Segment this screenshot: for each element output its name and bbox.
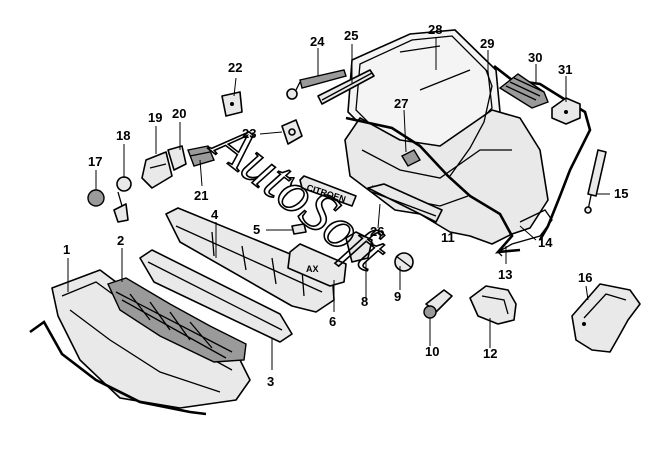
callout-8: 8: [361, 294, 368, 309]
callout-24: 24: [310, 34, 325, 49]
callout-6: 6: [329, 314, 336, 329]
rear-spoiler-light: [498, 73, 549, 109]
callout-15: 15: [614, 186, 628, 201]
callout-9: 9: [394, 289, 401, 304]
clip-20: [167, 145, 187, 171]
latch-19: [141, 151, 173, 189]
wiper-arm: [286, 69, 347, 100]
callout-13: 13: [498, 267, 512, 282]
callout-12: 12: [483, 346, 497, 361]
bumper-bracket: [139, 249, 293, 343]
callout-21: 21: [194, 188, 208, 203]
callout-26: 26: [370, 224, 384, 239]
callout-1: 1: [63, 242, 70, 257]
callout-20: 20: [172, 106, 186, 121]
callout-2: 2: [117, 233, 124, 248]
callout-11: 11: [441, 230, 455, 245]
license-plate-holder: AX: [287, 243, 347, 287]
hatch-wiring: [449, 69, 493, 177]
callout-27: 27: [394, 96, 408, 111]
wheel-arch-liner: [469, 285, 517, 325]
tailgate-lock: [394, 252, 414, 272]
wiper-blade: [317, 69, 375, 105]
bracket-21: [187, 145, 215, 167]
rear-body-panel: [344, 109, 549, 245]
bumper-grille: [107, 277, 247, 363]
bumper-lower-strip: [29, 320, 207, 416]
interior-light: [401, 149, 421, 167]
key-lock-18: [113, 176, 132, 223]
callout-7: 7: [288, 174, 295, 189]
callout-18: 18: [116, 128, 130, 143]
leader-lines: [67, 38, 610, 370]
bumper-mount-bracket: [291, 223, 307, 235]
callout-30: 30: [528, 50, 542, 65]
callout-4: 4: [211, 207, 219, 222]
callout-14: 14: [538, 235, 553, 250]
grommet-17: [87, 189, 105, 207]
fuel-filler: [423, 289, 453, 319]
callout-28: 28: [428, 22, 442, 37]
model-badge: AX: [306, 264, 319, 274]
callout-31: 31: [558, 62, 572, 77]
callout-25: 25: [344, 28, 358, 43]
callout-19: 19: [148, 110, 162, 125]
gas-strut: [584, 149, 607, 214]
callout-22: 22: [228, 60, 242, 75]
hinge-23: [281, 119, 303, 145]
hatch-seal-strip: [345, 116, 521, 254]
mud-guard: [571, 283, 641, 353]
callout-3: 3: [267, 374, 274, 389]
callout-labels: 1 2 3 4 5 6 7 8 9 10 11 12 13 14 15 16 1…: [63, 22, 628, 389]
callout-17: 17: [88, 154, 102, 169]
callout-29: 29: [480, 36, 494, 51]
callout-23: 23: [242, 126, 256, 141]
callout-10: 10: [425, 344, 439, 359]
callout-16: 16: [578, 270, 592, 285]
callout-5: 5: [253, 222, 260, 237]
rear-plate-bracket: [345, 231, 373, 263]
